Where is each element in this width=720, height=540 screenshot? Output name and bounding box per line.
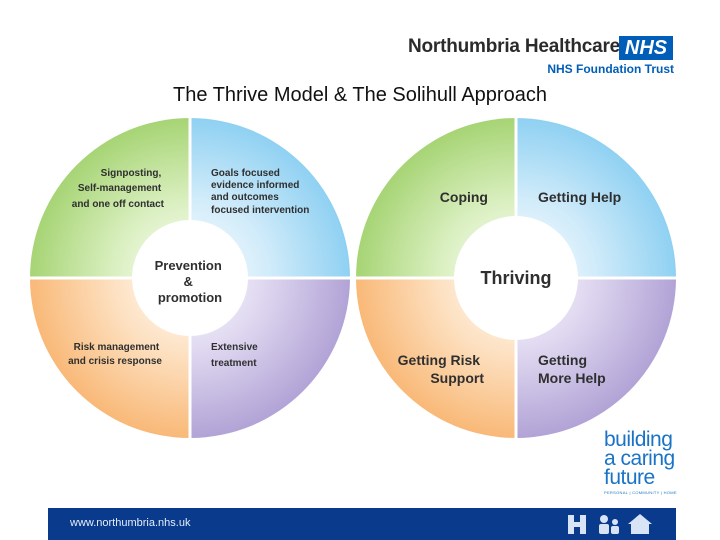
- bcf-tagline: PERSONAL | COMMUNITY | HOME: [604, 490, 677, 495]
- left-tl-line-3: and one off contact: [72, 199, 165, 210]
- bcf-line-3: future: [604, 466, 655, 489]
- right-wheel: Thriving Coping Getting Help Getting Ris…: [356, 118, 676, 438]
- footer-bar: www.northumbria.nhs.uk: [48, 508, 676, 540]
- nhs-logo: Northumbria Healthcare NHS NHS Foundatio…: [408, 36, 678, 78]
- people-icon: [599, 515, 619, 534]
- nhs-badge: NHS: [619, 36, 673, 60]
- left-top-right-label: Goals focused evidence informed and outc…: [211, 168, 309, 216]
- right-bottom-left-label: Getting Risk Support: [398, 352, 485, 386]
- left-bl-line-1: Risk management: [74, 342, 160, 353]
- left-center-line-1: Prevention: [155, 258, 222, 273]
- left-tr-line-1: Goals focused: [211, 168, 280, 179]
- left-br-line-2: treatment: [211, 358, 257, 369]
- right-br-line-2: More Help: [538, 370, 606, 386]
- left-tr-line-2: evidence informed: [211, 180, 299, 191]
- slide-title: The Thrive Model & The Solihull Approach: [0, 84, 720, 107]
- slide-title-text: The Thrive Model & The Solihull Approach: [173, 84, 547, 106]
- right-top-left-label: Coping: [440, 189, 488, 205]
- right-tr-line-1: Getting Help: [538, 189, 621, 205]
- org-name: Northumbria Healthcare: [408, 36, 621, 57]
- right-br-line-1: Getting: [538, 352, 587, 368]
- right-bl-line-2: Support: [430, 370, 484, 386]
- left-tl-line-2: Self-management: [78, 183, 162, 194]
- left-wheel: Prevention & promotion Signposting, Self…: [30, 118, 350, 438]
- left-center-line-3: promotion: [158, 290, 222, 305]
- right-bl-line-1: Getting Risk: [398, 352, 481, 368]
- bcf-line-1: building: [604, 428, 673, 451]
- left-center-label: Prevention & promotion: [155, 258, 226, 305]
- right-center-circle: [454, 216, 578, 340]
- home-icon: [628, 514, 652, 534]
- right-center-label: Thriving: [481, 268, 552, 288]
- left-tr-line-4: focused intervention: [211, 205, 309, 216]
- footer-icons: [568, 514, 652, 534]
- left-tl-line-1: Signposting,: [101, 168, 162, 179]
- left-bottom-right-label: Extensive treatment: [211, 342, 260, 369]
- footer-url[interactable]: www.northumbria.nhs.uk: [70, 517, 191, 529]
- left-center-circle: [132, 220, 248, 336]
- bcf-line-2: a caring: [604, 447, 675, 470]
- left-bottom-left-label: Risk management and crisis response: [68, 342, 162, 367]
- left-tr-line-3: and outcomes: [211, 192, 279, 203]
- left-top-left-label: Signposting, Self-management and one off…: [72, 168, 165, 210]
- left-br-line-1: Extensive: [211, 342, 258, 353]
- right-tl-line-1: Coping: [440, 189, 488, 205]
- right-top-right-label: Getting Help: [538, 189, 621, 205]
- building-a-caring-future-logo: building a caring future PERSONAL | COMM…: [604, 428, 694, 496]
- org-subtitle: NHS Foundation Trust: [547, 62, 674, 76]
- left-center-line-2: &: [183, 274, 192, 289]
- hospital-icon: [568, 515, 586, 534]
- right-bottom-right-label: Getting More Help: [538, 352, 606, 386]
- left-bl-line-2: and crisis response: [68, 356, 162, 367]
